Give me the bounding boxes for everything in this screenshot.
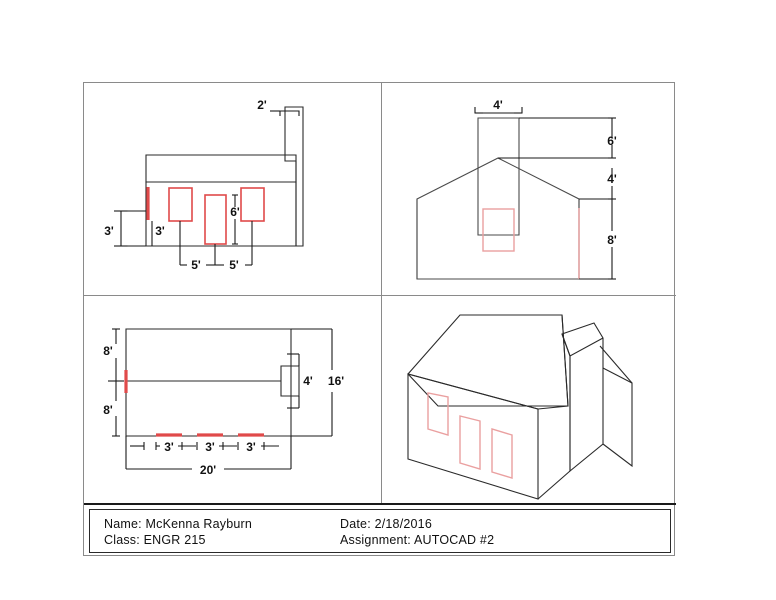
dim-total-width: 20' bbox=[200, 463, 216, 477]
assignment-row: Assignment: AUTOCAD #2 bbox=[340, 532, 494, 548]
class-value: ENGR 215 bbox=[143, 533, 206, 547]
isometric-view bbox=[382, 296, 676, 503]
date-label: Date: bbox=[340, 517, 371, 531]
dim-wall-height: 8' bbox=[607, 233, 617, 247]
dim-total-depth: 16' bbox=[328, 374, 344, 388]
class-row: Class: ENGR 215 bbox=[104, 532, 252, 548]
assignment-value: AUTOCAD #2 bbox=[413, 533, 495, 547]
dim-left-wall-offset: 3' bbox=[104, 224, 114, 238]
date-row: Date: 2/18/2016 bbox=[340, 516, 494, 532]
quadrant-divider-horizontal bbox=[84, 295, 676, 296]
dim-door-to-window-right: 5' bbox=[229, 258, 239, 272]
side-elevation-view: 4' 6' 4' 8' bbox=[382, 83, 676, 295]
plan-view: 8' 8' 4' 16' bbox=[84, 296, 381, 503]
dim-chimney-width: 2' bbox=[257, 98, 267, 112]
name-row: Name: McKenna Rayburn bbox=[104, 516, 252, 532]
drawing-frame: 2' 3' 3' 6' bbox=[83, 82, 676, 557]
title-block-border: Name: McKenna Rayburn Class: ENGR 215 Da… bbox=[89, 509, 671, 553]
title-block-column-left: Name: McKenna Rayburn Class: ENGR 215 bbox=[104, 516, 252, 548]
dim-window-1: 3' bbox=[164, 440, 174, 454]
date-value: 2/18/2016 bbox=[374, 517, 432, 531]
title-block-separator bbox=[84, 503, 676, 505]
title-block-column-right: Date: 2/18/2016 Assignment: AUTOCAD #2 bbox=[340, 516, 494, 548]
name-value: McKenna Rayburn bbox=[145, 517, 253, 531]
dim-door-to-window-left: 5' bbox=[191, 258, 201, 272]
dim-roof-rise: 4' bbox=[607, 172, 617, 186]
quadrant-divider-vertical bbox=[381, 83, 382, 503]
dim-upper-half-depth: 8' bbox=[103, 344, 113, 358]
dim-chimney-height: 6' bbox=[607, 134, 617, 148]
class-label: Class: bbox=[104, 533, 140, 547]
dim-lower-half-depth: 8' bbox=[103, 403, 113, 417]
assignment-label: Assignment: bbox=[340, 533, 411, 547]
front-elevation-view: 2' 3' 3' 6' bbox=[84, 83, 381, 295]
title-block: Name: McKenna Rayburn Class: ENGR 215 Da… bbox=[84, 505, 676, 557]
dim-chimney-width: 4' bbox=[493, 98, 503, 112]
dim-door-height: 6' bbox=[230, 205, 240, 219]
dim-window-3: 3' bbox=[246, 440, 256, 454]
name-label: Name: bbox=[104, 517, 142, 531]
dim-window-2: 3' bbox=[205, 440, 215, 454]
dim-chimney-depth: 4' bbox=[303, 374, 313, 388]
dim-window-sill: 3' bbox=[155, 224, 165, 238]
